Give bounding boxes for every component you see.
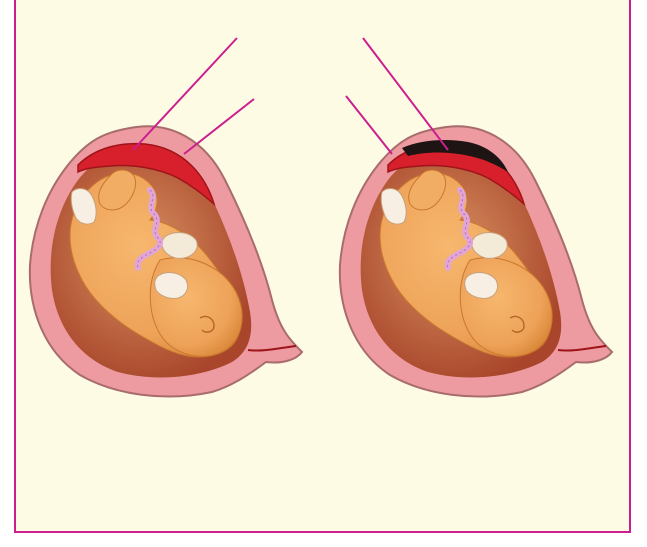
- leader-line-left-1: [133, 38, 237, 150]
- leader-line-left-2: [184, 99, 254, 154]
- right-uterus-illustration: [340, 126, 612, 396]
- left-uterus-illustration: [30, 126, 302, 396]
- leader-line-right-2: [346, 96, 392, 154]
